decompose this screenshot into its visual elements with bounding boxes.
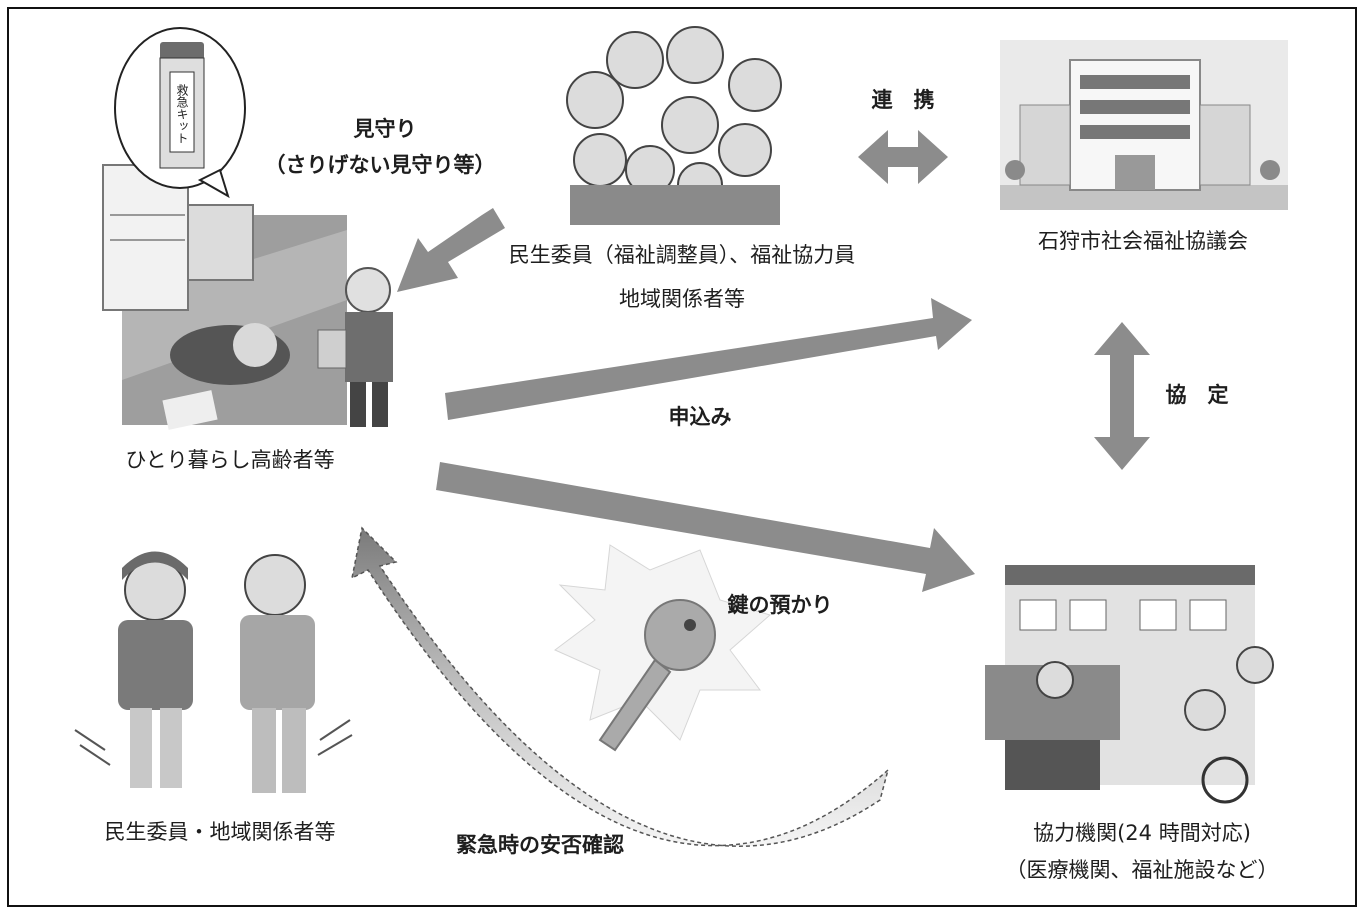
- council-label: 石狩市社会福祉協議会: [1038, 229, 1248, 253]
- volunteers-illustration: [555, 26, 805, 230]
- arrow-kyoutei: [1094, 322, 1150, 470]
- arrow-key-deposit: [436, 462, 975, 592]
- mimamori-label: 見守り: [353, 117, 417, 141]
- arrow-emergency-check: [350, 526, 890, 847]
- arrow-renkei: [858, 130, 948, 184]
- council-building-illustration: [1000, 40, 1288, 210]
- partner-sub-label: （医療機関、福祉施設など）: [1005, 858, 1279, 882]
- volunteers-label-2: 地域関係者等: [619, 287, 745, 311]
- arrow-moushikomi: [445, 298, 972, 420]
- elderly-label: ひとり暮らし高齢者等: [125, 448, 335, 472]
- mimamori-sub-label: （さりげない見守り等）: [264, 153, 496, 177]
- arrow-mimamori: [397, 208, 505, 292]
- key-illustration: [554, 544, 772, 752]
- renkei-label: 連 携: [871, 88, 935, 112]
- key-deposit-label: 鍵の預かり: [727, 593, 833, 617]
- kyoutei-label: 協 定: [1165, 383, 1229, 407]
- moushikomi-label: 申込み: [668, 405, 732, 429]
- partner-label: 協力機関(24 時間対応): [1033, 821, 1251, 845]
- local-members-illustration: [74, 551, 353, 793]
- emergency-kit-bubble: [114, 27, 246, 199]
- emergency-kit-label: 救急キット: [175, 83, 189, 144]
- elderly-illustration: [102, 164, 393, 430]
- partner-facility-illustration: [985, 565, 1274, 804]
- emergency-check-label: 緊急時の安否確認: [456, 833, 624, 857]
- local-members-label: 民生委員・地域関係者等: [104, 820, 336, 844]
- volunteers-label: 民生委員（福祉調整員）、福祉協力員: [508, 243, 856, 267]
